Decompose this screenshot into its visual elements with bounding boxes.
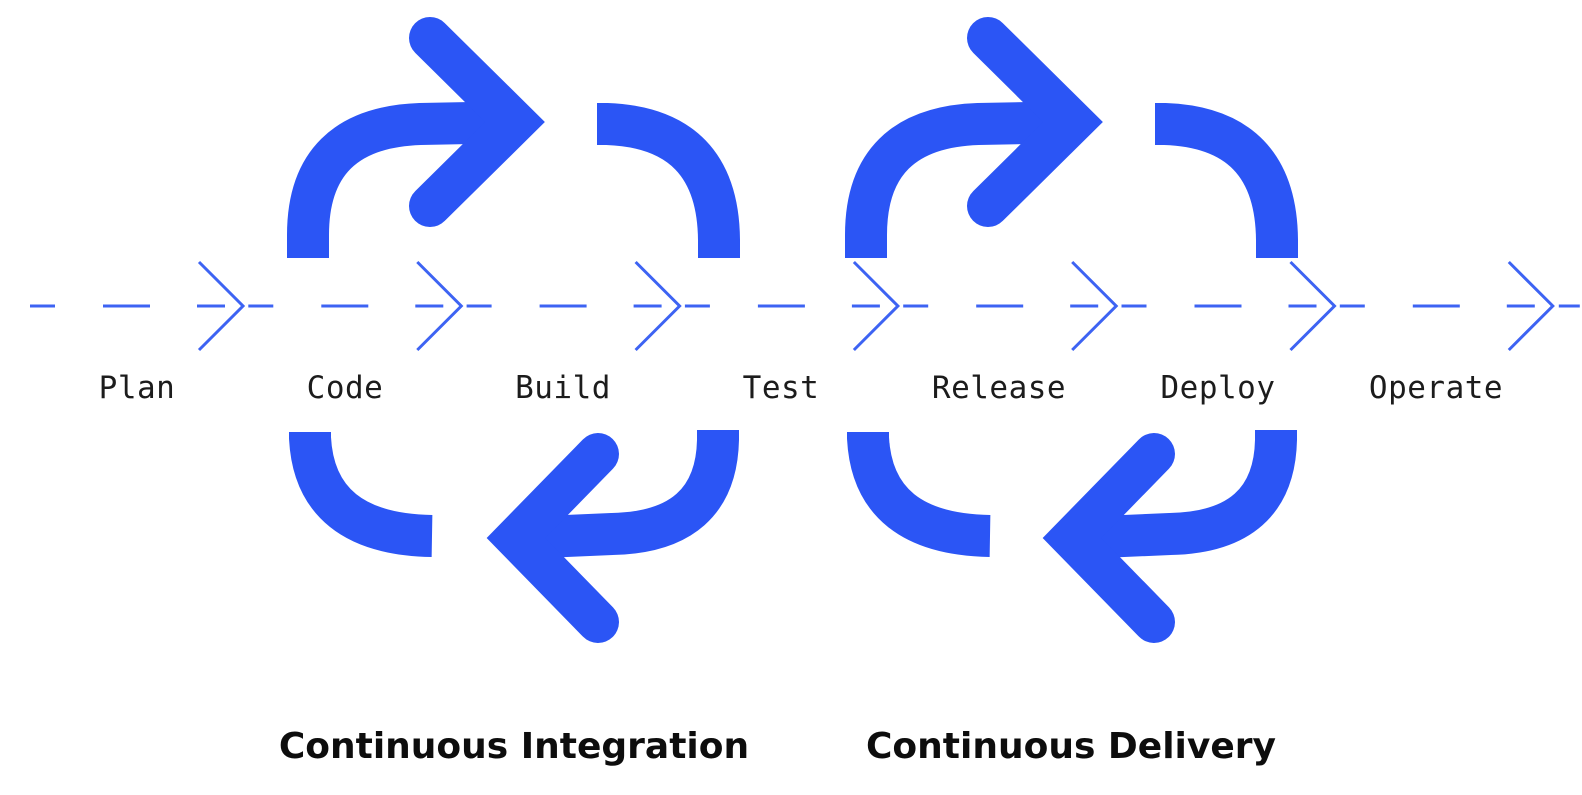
stage-label-release: Release — [932, 370, 1066, 406]
stage-label-deploy: Deploy — [1161, 370, 1276, 406]
pipeline-timeline — [30, 260, 1580, 352]
stage-label-test: Test — [743, 370, 820, 406]
cd-loop-lower-right-arc — [1077, 419, 1297, 559]
stage-label-code: Code — [307, 370, 384, 406]
stage-label-operate: Operate — [1369, 370, 1503, 406]
cd-loop-lower-left-arc — [847, 417, 991, 557]
cd-loop-upper-right-arc — [1144, 103, 1298, 261]
stage-label-plan: Plan — [99, 370, 176, 406]
ci-loop-upper-right-arc — [586, 103, 740, 261]
ci-loop-lower-arrowhead — [486, 433, 619, 643]
timeline-chevron-icon — [634, 260, 682, 352]
ci-loop-icon — [287, 17, 740, 643]
ci-loop-lower-right-arc — [519, 419, 739, 559]
timeline-chevron-icon — [197, 260, 246, 352]
timeline-chevron-icon — [1071, 260, 1119, 352]
ci-loop-upper-left-arc — [287, 101, 521, 258]
stage-label-build: Build — [515, 370, 611, 406]
timeline-chevron-icon — [1289, 260, 1337, 352]
cd-loop-icon — [845, 17, 1298, 643]
ci-loop-upper-arrowhead — [409, 17, 545, 227]
timeline-chevron-icon — [1507, 260, 1555, 352]
cd-loop-upper-arrowhead — [967, 17, 1103, 227]
cd-loop-upper-left-arc — [845, 101, 1079, 258]
group-label-continuous-integration: Continuous Integration — [279, 726, 749, 767]
ci-loop-lower-left-arc — [289, 417, 433, 557]
timeline-chevron-icon — [416, 260, 464, 352]
cd-loop-lower-arrowhead — [1042, 433, 1175, 643]
group-label-continuous-delivery: Continuous Delivery — [866, 726, 1276, 767]
timeline-chevron-icon — [852, 260, 901, 352]
